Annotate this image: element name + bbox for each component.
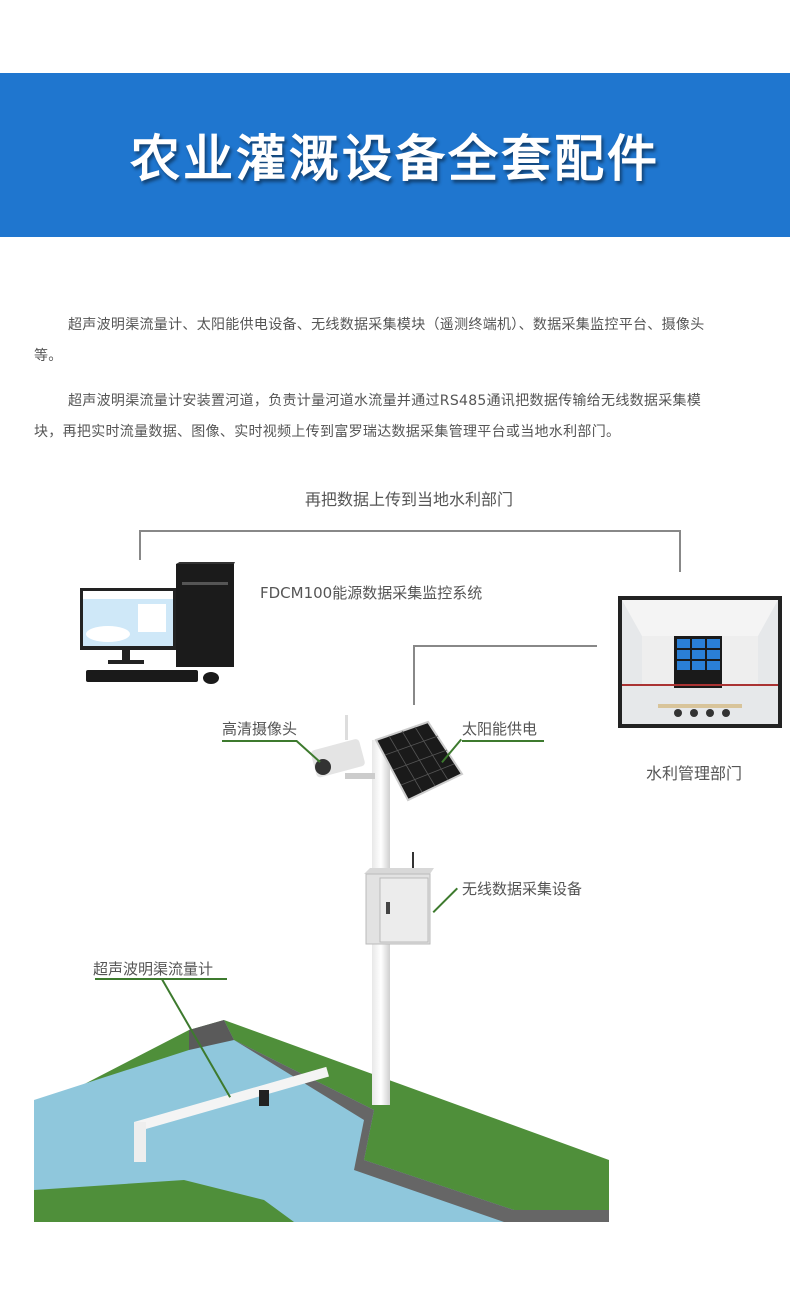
- camera-label: 高清摄像头: [222, 720, 298, 738]
- title-banner: 农业灌溉设备全套配件: [0, 73, 790, 237]
- flowmeter-label: 超声波明渠流量计: [93, 960, 214, 978]
- collector-cabinet-icon: [364, 852, 434, 945]
- camera-icon: [311, 715, 375, 779]
- leader-line: [95, 978, 227, 980]
- connector-line: [139, 530, 141, 560]
- page-title: 农业灌溉设备全套配件: [130, 130, 660, 188]
- intro-paragraph-1: 超声波明渠流量计、太阳能供电设备、无线数据采集模块（遥测终端机）、数据采集监控平…: [34, 317, 705, 364]
- connector-line: [413, 645, 597, 647]
- intro-paragraph-2: 超声波明渠流量计安装置河道，负责计量河道水流量并通过RS485通讯把数据传输给无…: [34, 393, 702, 440]
- department-label: 水利管理部门: [646, 764, 743, 783]
- computer-icon: [80, 562, 235, 684]
- leader-line: [462, 740, 544, 742]
- system-label: FDCM100能源数据采集监控系统: [260, 584, 483, 602]
- connector-line: [413, 645, 415, 705]
- upload-caption: 再把数据上传到当地水利部门: [305, 490, 514, 509]
- leader-line: [222, 740, 297, 742]
- solar-label: 太阳能供电: [462, 720, 538, 738]
- control-room-icon: [618, 596, 782, 728]
- solar-panel-icon: [374, 720, 464, 802]
- leader-line: [432, 887, 458, 914]
- canal-illustration: [34, 1020, 609, 1222]
- connector-line: [679, 530, 681, 572]
- connector-line: [139, 530, 680, 532]
- collector-label: 无线数据采集设备: [462, 880, 583, 898]
